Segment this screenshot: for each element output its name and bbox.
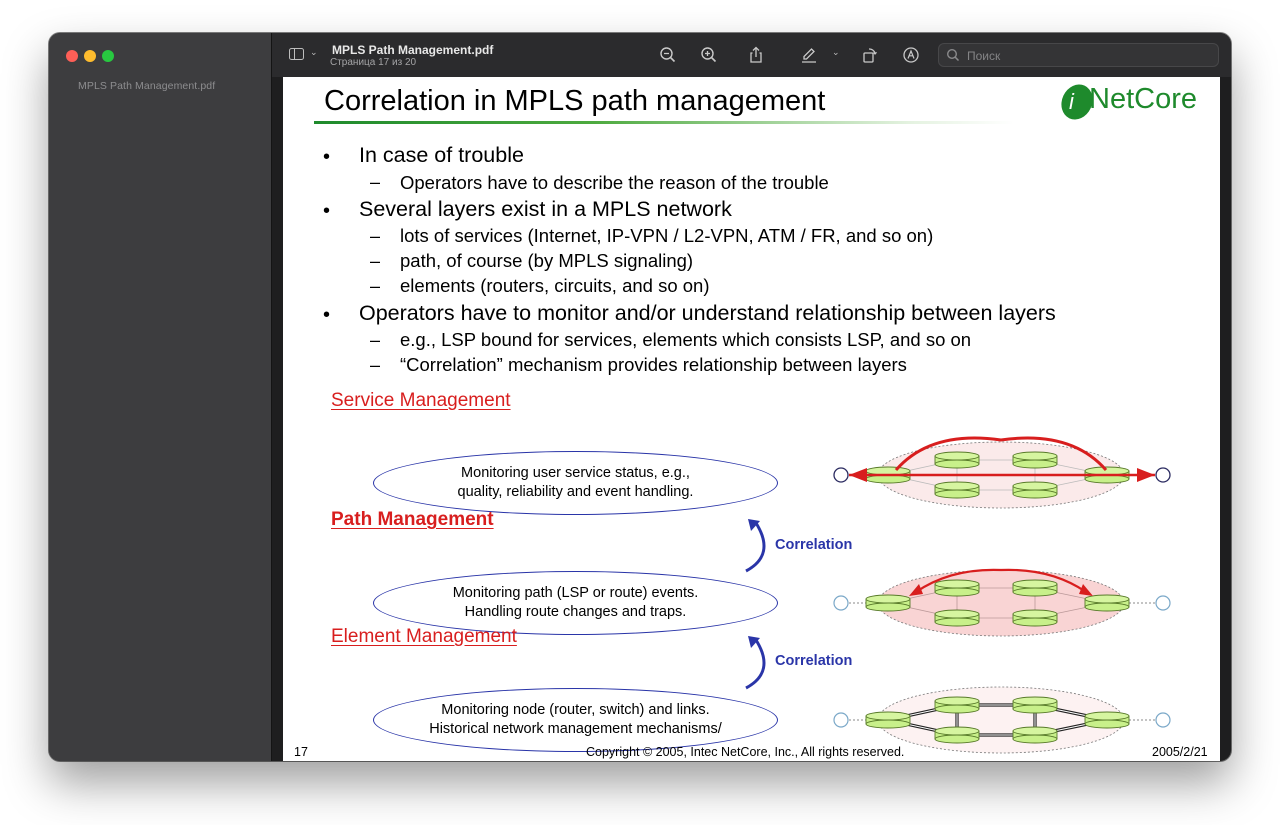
dash-mark: – xyxy=(370,172,381,192)
element-management-text: Monitoring node (router, switch) and lin… xyxy=(429,702,722,737)
element-layer-diagram xyxy=(833,686,1171,754)
path-management-ellipse: Monitoring path (LSP or route) events. H… xyxy=(373,571,778,635)
bullet-mark: • xyxy=(323,200,331,222)
page-indicator: Страница 17 из 20 xyxy=(330,57,417,68)
window-title: MPLS Path Management.pdf xyxy=(332,43,494,57)
dash-mark: – xyxy=(370,355,381,375)
minimize-window-button[interactable] xyxy=(84,50,96,62)
bullet-2: Several layers exist in a MPLS network xyxy=(359,197,732,221)
bullet-3-sub-1: e.g., LSP bound for services, elements w… xyxy=(400,329,972,350)
bullet-mark: • xyxy=(323,304,331,326)
toolbar: ⌄ MPLS Path Management.pdf Страница 17 и… xyxy=(272,33,1231,77)
element-management-heading: Element Management xyxy=(331,626,517,647)
dash-mark: – xyxy=(370,276,381,296)
correlation-label: Correlation xyxy=(775,537,853,553)
dash-mark: – xyxy=(370,330,381,350)
slide-page-number: 17 xyxy=(294,745,308,759)
correlation-arrow-icon xyxy=(745,636,766,690)
slide-date: 2005/2/21 xyxy=(1152,745,1208,759)
markup-pen-icon[interactable] xyxy=(799,45,819,65)
sidebar-toggle-icon[interactable] xyxy=(289,48,304,60)
path-management-heading: Path Management xyxy=(331,509,494,530)
preview-window: MPLS Path Management.pdf ⌄ MPLS Path Man… xyxy=(49,33,1231,761)
search-field[interactable] xyxy=(938,43,1219,67)
logo-letter: i xyxy=(1069,89,1075,114)
correlation-arrow-icon xyxy=(745,519,766,573)
bullet-3: Operators have to monitor and/or underst… xyxy=(359,301,1056,325)
chevron-down-icon[interactable]: ⌄ xyxy=(832,47,840,57)
inetcore-logo: i NetCore xyxy=(1061,83,1197,120)
bullet-2-sub-3: elements (routers, circuits, and so on) xyxy=(400,275,710,296)
annotate-icon[interactable] xyxy=(901,45,921,65)
path-layer-diagram xyxy=(833,568,1171,637)
search-icon xyxy=(946,48,960,62)
service-management-ellipse: Monitoring user service status, e.g., qu… xyxy=(373,451,778,515)
zoom-out-icon[interactable] xyxy=(658,45,678,65)
chevron-down-icon[interactable]: ⌄ xyxy=(310,47,318,57)
close-window-button[interactable] xyxy=(66,50,78,62)
pdf-page: Correlation in MPLS path management i Ne… xyxy=(283,77,1220,761)
path-management-text: Monitoring path (LSP or route) events. H… xyxy=(452,585,699,620)
search-input[interactable] xyxy=(965,47,1209,65)
bullet-2-sub-1: lots of services (Internet, IP-VPN / L2-… xyxy=(400,225,934,246)
bullet-3-sub-2: “Correlation” mechanism provides relatio… xyxy=(400,354,907,375)
dash-mark: – xyxy=(370,251,381,271)
service-management-heading: Service Management xyxy=(331,390,511,411)
slide-copyright: Copyright © 2005, Intec NetCore, Inc., A… xyxy=(586,745,905,759)
sidebar-file-name[interactable]: MPLS Path Management.pdf xyxy=(78,80,216,92)
element-management-ellipse: Monitoring node (router, switch) and lin… xyxy=(373,688,778,752)
zoom-in-icon[interactable] xyxy=(699,45,719,65)
dash-mark: – xyxy=(370,226,381,246)
service-layer-diagram xyxy=(833,436,1171,509)
title-underline xyxy=(314,121,1014,124)
logo-text: NetCore xyxy=(1089,83,1197,115)
sidebar: MPLS Path Management.pdf xyxy=(49,33,272,761)
correlation-label: Correlation xyxy=(775,653,853,669)
network-diagrams xyxy=(833,436,1171,754)
service-management-text: Monitoring user service status, e.g., qu… xyxy=(457,465,694,500)
bullet-2-sub-2: path, of course (by MPLS signaling) xyxy=(400,250,694,271)
bullet-1: In case of trouble xyxy=(359,143,524,167)
bullet-1-sub-1: Operators have to describe the reason of… xyxy=(400,172,829,193)
rotate-icon[interactable] xyxy=(860,45,880,65)
bullet-mark: • xyxy=(323,146,331,168)
fullscreen-window-button[interactable] xyxy=(102,50,114,62)
share-icon[interactable] xyxy=(746,45,766,65)
slide-title: Correlation in MPLS path management xyxy=(324,85,826,117)
